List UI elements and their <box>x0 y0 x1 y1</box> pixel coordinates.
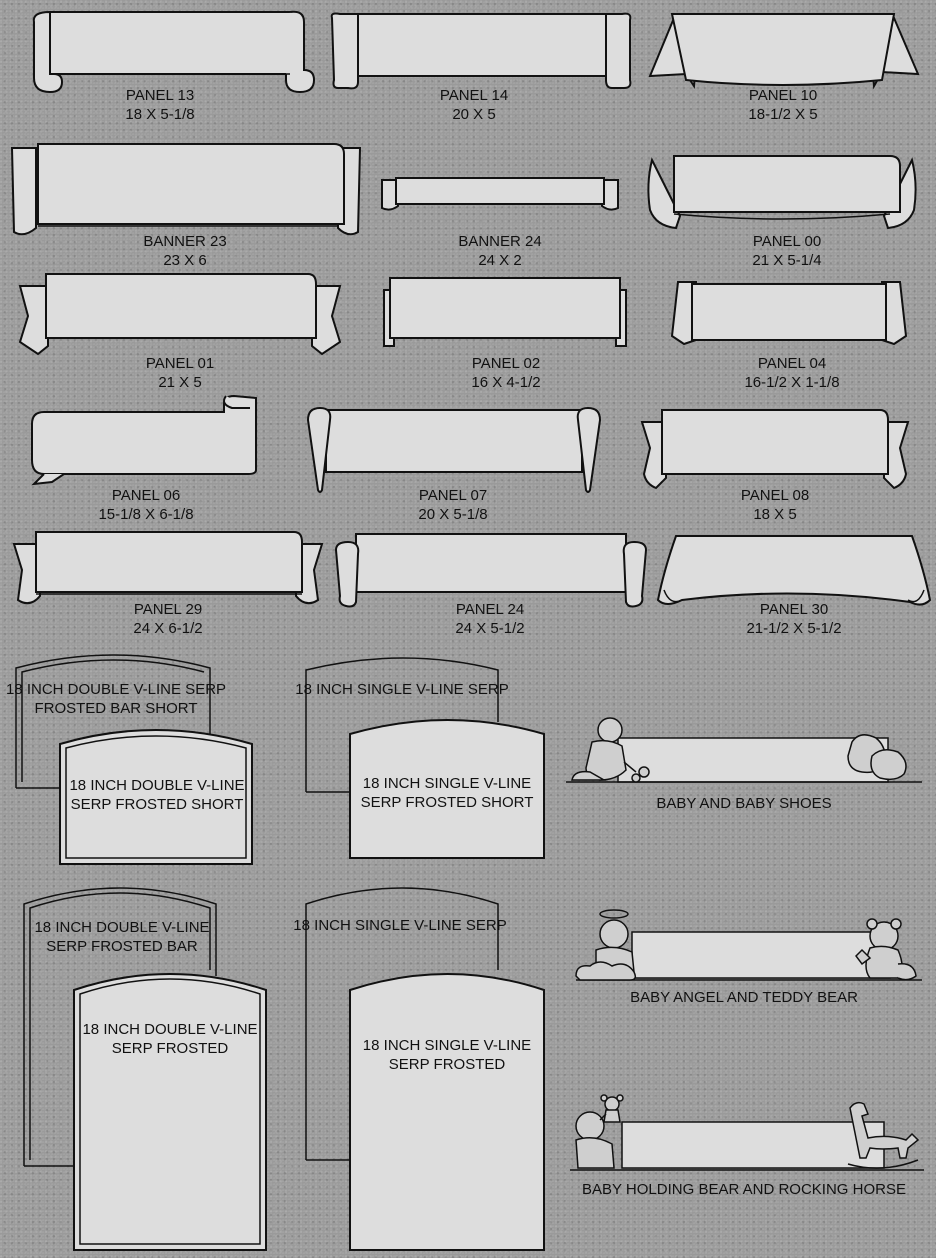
panel-10-shape <box>648 13 920 90</box>
panel-07-shape <box>306 406 602 493</box>
marker-double-label: 18 INCH DOUBLE V-LINE SERP FROSTED <box>82 1021 258 1057</box>
marker-double-bar-short-label: 18 INCH DOUBLE V-LINE SERP FROSTED BAR S… <box>5 681 227 717</box>
marker-single-shape <box>349 973 545 1251</box>
panel-14-shape <box>330 12 632 90</box>
baby-shoes-icon <box>847 734 907 781</box>
marker-double-short-shape <box>59 729 253 865</box>
baby-holding-bear-and-rocking-horse-shape <box>570 1094 924 1171</box>
marker-single-serp-short-back-label: 18 INCH SINGLE V-LINE SERP <box>295 681 509 698</box>
panel-30-shape <box>656 535 932 606</box>
panel-04-shape <box>670 281 908 346</box>
marker-double-shape <box>73 973 267 1251</box>
marker-single-label: 18 INCH SINGLE V-LINE SERP FROSTED <box>362 1037 532 1073</box>
baby-icon <box>571 717 637 781</box>
marker-double-bar-label: 18 INCH DOUBLE V-LINE SERP FROSTED BAR <box>34 919 210 955</box>
banner-24-shape <box>381 177 619 211</box>
marker-single-serp-back-shape <box>305 887 499 1161</box>
marker-double-short-label: 18 INCH DOUBLE V-LINE SERP FROSTED SHORT <box>69 777 245 813</box>
baby-angel-and-teddy-bear-caption: BABY ANGEL AND TEDDY BEAR <box>630 989 858 1006</box>
baby-and-baby-shoes-shape <box>566 717 922 783</box>
marker-single-serp-back-label: 18 INCH SINGLE V-LINE SERP <box>293 917 507 934</box>
panel-13-shape <box>32 10 316 94</box>
baby-holding-bear-icon <box>575 1094 624 1169</box>
marker-single-serp-short-back-shape <box>305 657 499 793</box>
panel-00-shape <box>647 155 917 230</box>
panel-06-shape <box>31 394 257 486</box>
marker-double-bar-short-shape <box>15 654 211 789</box>
panel-08-shape <box>640 409 910 490</box>
banner-23-shape <box>10 143 362 236</box>
baby-angel-icon <box>575 909 637 981</box>
rocking-horse-icon <box>847 1101 920 1169</box>
panel-01-shape <box>18 273 342 356</box>
panel-29-shape <box>12 531 324 605</box>
baby-holding-bear-and-rocking-horse-caption: BABY HOLDING BEAR AND ROCKING HORSE <box>582 1181 906 1198</box>
flower-icon <box>631 766 650 783</box>
marker-single-short-shape <box>349 719 545 859</box>
baby-and-baby-shoes-caption: BABY AND BABY SHOES <box>656 795 832 812</box>
baby-angel-and-teddy-bear-shape <box>575 909 922 981</box>
marker-double-bar-shape <box>23 887 217 1167</box>
teddy-bear-icon <box>855 918 917 981</box>
marker-single-short-label: 18 INCH SINGLE V-LINE SERP FROSTED SHORT <box>360 775 534 811</box>
panel-02-shape <box>383 277 627 347</box>
panel-24-shape <box>334 533 648 608</box>
